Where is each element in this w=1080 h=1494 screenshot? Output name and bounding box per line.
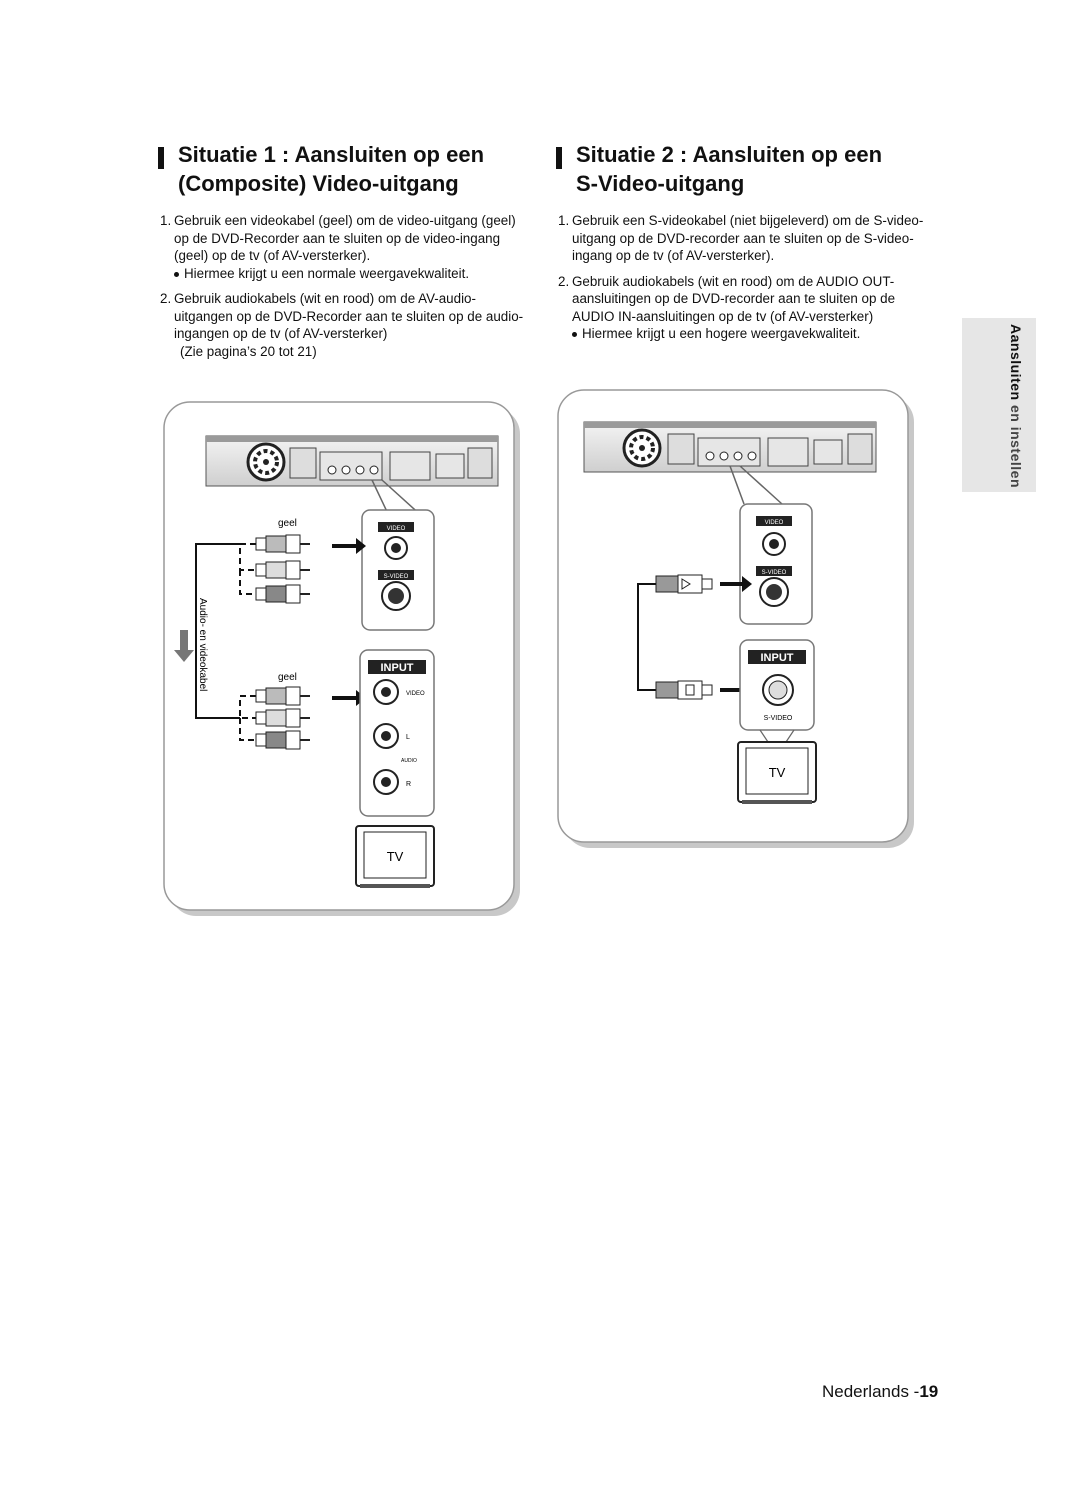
svideo-jack-tag: S-VIDEO xyxy=(384,574,409,580)
step-text: Gebruik een videokabel (geel) om de vide… xyxy=(174,213,516,263)
direction-arrow-icon xyxy=(174,630,194,662)
input-audio-label: AUDIO xyxy=(401,758,417,764)
section-heading: Situatie 2 : Aansluiten op een S-Video-u… xyxy=(556,140,926,198)
cable-label: Audio- en videokabel xyxy=(197,598,208,691)
instruction-list: 1. Gebruik een videokabel (geel) om de v… xyxy=(158,212,528,360)
input-label: INPUT xyxy=(381,662,414,674)
input-left-label: L xyxy=(406,734,410,741)
chapter-tab-word: en instellen xyxy=(1008,404,1024,488)
chapter-tab-label: Aansluiten en instellen xyxy=(1008,324,1024,488)
footer-language: Nederlands - xyxy=(822,1382,920,1401)
step-number: 1. xyxy=(558,213,570,228)
instruction-step: 2. Gebruik audiokabels (wit en rood) om … xyxy=(556,273,926,343)
step-number: 1. xyxy=(160,213,172,228)
chapter-tab-word: Aansluiten xyxy=(1008,324,1024,401)
video-jack-tag: VIDEO xyxy=(387,526,406,532)
svideo-plug-top xyxy=(655,574,713,594)
heading-bar xyxy=(556,147,562,169)
figure-svideo-connection: VIDEO S-VIDEO INPUT S-VIDEO TV xyxy=(557,389,914,848)
tv-label: TV xyxy=(387,849,404,864)
heading-line: S-Video-uitgang xyxy=(576,171,745,196)
step-text: Gebruik een S-videokabel (niet bijgeleve… xyxy=(572,213,924,263)
tv-icon: TV xyxy=(737,741,817,804)
section-heading: Situatie 1 : Aansluiten op een (Composit… xyxy=(158,140,528,198)
dvd-recorder-rear-panel xyxy=(583,421,877,473)
page-footer: Nederlands -19 xyxy=(822,1382,938,1402)
heading-bar xyxy=(158,147,164,169)
chapter-side-tab: Aansluiten en instellen xyxy=(962,318,1036,492)
input-video-label: VIDEO xyxy=(406,691,425,697)
step-bullet: Hiermee krijgt u een hogere weergavekwal… xyxy=(572,325,926,343)
page-number: 19 xyxy=(919,1382,939,1401)
step-text: Gebruik audiokabels (wit en rood) om de … xyxy=(572,273,896,324)
rca-plug-group-top xyxy=(255,534,310,604)
arrow-icon xyxy=(332,690,366,706)
dvd-recorder-rear-panel xyxy=(205,435,499,487)
section-situatie-1: Situatie 1 : Aansluiten op een (Composit… xyxy=(158,140,528,368)
arrow-icon xyxy=(332,538,366,554)
tv-input-panel: INPUT VIDEO L AUDIO R xyxy=(359,649,435,817)
arrow-icon xyxy=(720,576,752,592)
svideo-plug-bottom xyxy=(655,680,713,700)
cable-color-label: geel xyxy=(278,672,297,683)
svideo-jack-tag: S-VIDEO xyxy=(762,570,787,576)
instruction-list: 1. Gebruik een S-videokabel (niet bijgel… xyxy=(556,212,926,343)
input-label: INPUT xyxy=(761,652,794,664)
step-bullet: Hiermee krijgt u een normale weergavekwa… xyxy=(174,265,528,283)
input-svideo-label: S-VIDEO xyxy=(764,715,793,722)
heading-line: (Composite) Video-uitgang xyxy=(178,171,459,196)
heading-line: Situatie 2 : Aansluiten op een xyxy=(576,142,883,167)
instruction-step: 1. Gebruik een videokabel (geel) om de v… xyxy=(158,212,528,282)
step-number: 2. xyxy=(160,291,172,306)
tv-label: TV xyxy=(769,765,786,780)
figure-panel xyxy=(557,389,909,843)
instruction-step: 1. Gebruik een S-videokabel (niet bijgel… xyxy=(556,212,926,265)
figure-composite-connection: VIDEO S-VIDEO geel Audio- en videokabel … xyxy=(163,401,520,916)
tv-input-panel: INPUT S-VIDEO xyxy=(739,639,815,731)
heading-line: Situatie 1 : Aansluiten op een xyxy=(178,142,485,167)
recorder-output-jacks: VIDEO S-VIDEO xyxy=(361,509,435,631)
step-number: 2. xyxy=(558,273,570,289)
input-right-label: R xyxy=(406,781,411,788)
rca-plug-group-bottom xyxy=(255,686,310,750)
instruction-step: 2. Gebruik audiokabels (wit en rood) om … xyxy=(158,290,528,360)
tv-icon: TV xyxy=(355,825,435,888)
cable-color-label: geel xyxy=(278,518,297,529)
section-situatie-2: Situatie 2 : Aansluiten op een S-Video-u… xyxy=(556,140,926,351)
recorder-output-jacks: VIDEO S-VIDEO xyxy=(739,503,813,625)
step-text: Gebruik audiokabels (wit en rood) om de … xyxy=(174,291,524,341)
video-jack-tag: VIDEO xyxy=(765,520,784,526)
step-note: (Zie pagina’s 20 tot 21) xyxy=(180,343,317,359)
